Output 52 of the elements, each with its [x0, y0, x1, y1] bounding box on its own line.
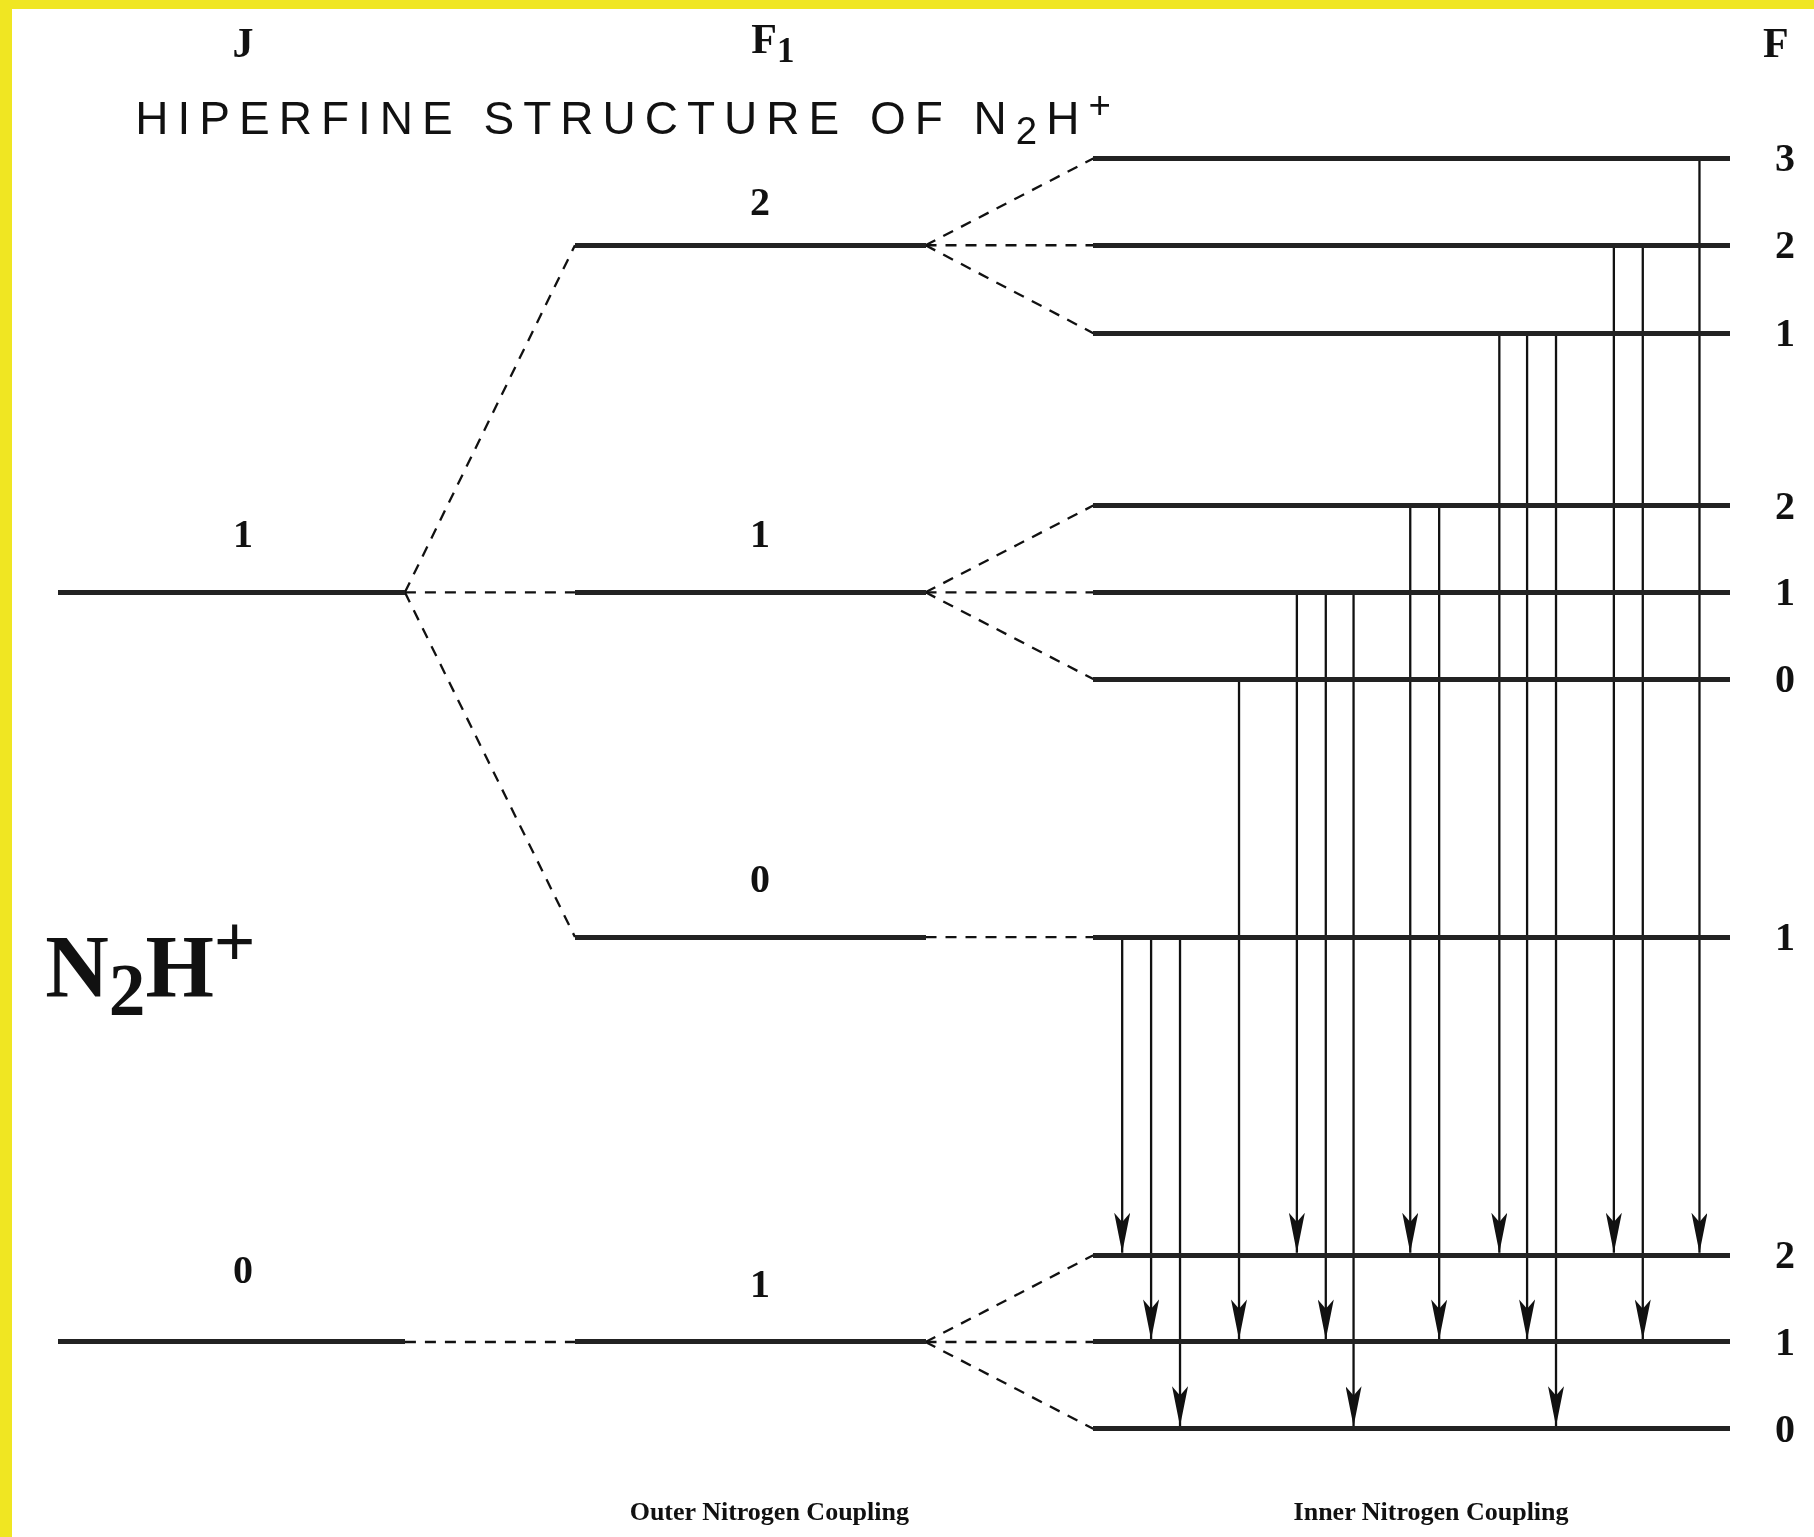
- level-label: 0: [750, 859, 771, 900]
- transition-arrow: [1231, 681, 1248, 1340]
- transition-arrow: [1345, 594, 1362, 1427]
- molecule-label: N$_{2}$H$^{+}$: [45, 904, 256, 1028]
- transition-arrow: [1172, 939, 1189, 1427]
- dashed-line: [925, 1340, 1094, 1430]
- level-label: 2: [1775, 485, 1796, 526]
- dashed-line: [924, 244, 1094, 335]
- dashed-line: [403, 591, 576, 938]
- dashed-line: [925, 591, 1094, 594]
- caption: Inner Nitrogen Coupling: [1293, 1499, 1569, 1526]
- transition-arrow: [1634, 247, 1651, 1340]
- level-label: 1: [1775, 313, 1796, 354]
- level-label: 1: [750, 514, 771, 555]
- level-label: 0: [1775, 659, 1796, 700]
- dashed-line: [925, 935, 1094, 939]
- level-label: 2: [1775, 1235, 1796, 1276]
- transition-arrow: [1605, 247, 1622, 1253]
- title: HIPERFINE STRUCTURE OF N$_{2}$H$^{+}$: [135, 85, 1120, 151]
- dashed-line: [403, 244, 576, 593]
- transition-arrow: [1402, 508, 1419, 1253]
- transition-arrow: [1491, 335, 1508, 1253]
- level-label: 2: [750, 182, 771, 223]
- transition-arrow: [1431, 508, 1448, 1340]
- axis-heading: J: [232, 21, 254, 64]
- transition-arrow: [1317, 594, 1334, 1340]
- level-label: 1: [1775, 917, 1796, 958]
- dashed-line: [925, 591, 1094, 681]
- level-label: 1: [1775, 1322, 1796, 1362]
- transition-arrow: [1288, 594, 1305, 1253]
- dashed-line: [925, 1254, 1094, 1343]
- level-label: 1: [1775, 572, 1796, 613]
- dashed-line: [404, 1340, 575, 1344]
- dashed-line: [925, 504, 1094, 594]
- level-label: 0: [1775, 1408, 1796, 1449]
- level-label: 1: [232, 514, 253, 555]
- level-label: 0: [232, 1250, 253, 1291]
- transition-arrow: [1114, 939, 1131, 1253]
- level-label: 3: [1775, 138, 1796, 179]
- level-label: 1: [750, 1264, 771, 1305]
- dashed-line: [925, 1340, 1094, 1344]
- level-label: 2: [1775, 225, 1796, 266]
- dashed-line: [925, 157, 1094, 247]
- axis-heading: F: [1763, 21, 1789, 64]
- transition-arrow: [1519, 335, 1536, 1340]
- dashed-line: [404, 591, 575, 594]
- axis-heading: F$_{1}$: [751, 17, 795, 68]
- transition-arrow: [1143, 939, 1160, 1340]
- caption: Outer Nitrogen Coupling: [629, 1499, 909, 1526]
- dashed-line: [925, 244, 1094, 247]
- transition-arrow: [1548, 335, 1564, 1427]
- transition-arrow: [1691, 161, 1708, 1253]
